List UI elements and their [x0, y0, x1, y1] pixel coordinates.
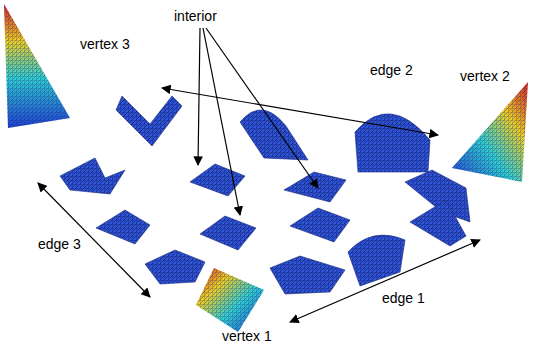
- plot-label: vertex 1: [222, 328, 272, 344]
- arrow: [38, 28, 480, 322]
- mode-plot: [60, 96, 470, 294]
- plot-label: edge 3: [38, 236, 81, 252]
- plot-label: edge 1: [382, 290, 425, 306]
- plot-label: vertex 2: [460, 68, 510, 84]
- plot-label: edge 2: [370, 62, 413, 78]
- vertex-plot: [4, 4, 528, 332]
- plot-label: interior: [174, 8, 217, 24]
- plot-label: vertex 3: [80, 36, 130, 52]
